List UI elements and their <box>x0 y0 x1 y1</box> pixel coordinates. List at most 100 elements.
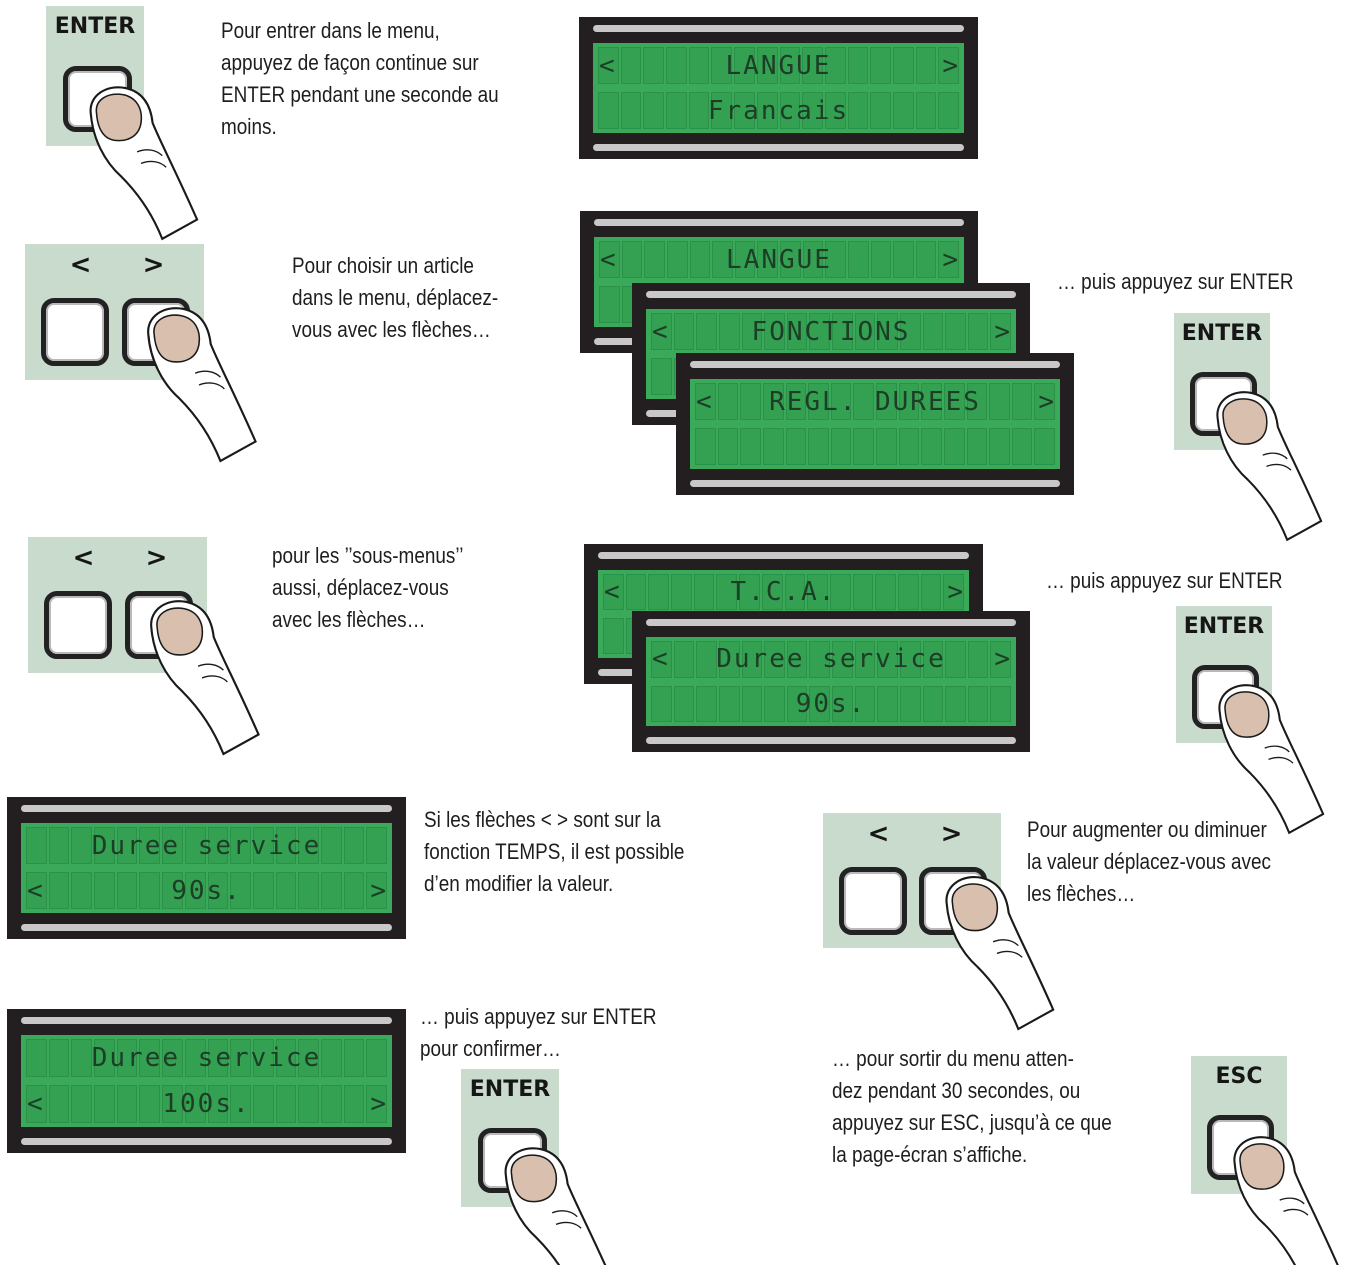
lcd-cell <box>853 383 874 420</box>
lcd-cell <box>116 1039 138 1077</box>
lcd-cell <box>1034 383 1055 420</box>
lcd-top-rail <box>646 619 1016 626</box>
step1-instruction-line: moins. <box>221 114 277 139</box>
lcd-cell <box>71 1039 93 1077</box>
lcd-cell <box>943 428 965 465</box>
lcd-cell <box>825 241 846 278</box>
lcd-line-2: 100s. <box>162 1089 251 1119</box>
lcd-cell <box>877 641 898 678</box>
enter-key-tile-2-label: ENTER <box>1181 321 1263 346</box>
lcd-cell <box>734 241 756 278</box>
lcd-right-arrow: > <box>947 577 963 607</box>
lcd-cell <box>688 47 710 84</box>
lcd-cell <box>741 313 763 350</box>
lcd-cell <box>207 1085 229 1123</box>
lcd-cell <box>740 428 761 465</box>
lcd-cell <box>695 428 716 465</box>
lcd-cell <box>854 641 876 678</box>
lcd-cell <box>343 872 365 909</box>
lcd-cell <box>830 428 852 465</box>
lcd-cell <box>764 641 785 678</box>
right-arrow-label: > <box>142 250 165 280</box>
lcd-cell <box>230 1039 251 1077</box>
lcd-cell <box>666 47 687 84</box>
lcd-cell <box>603 618 624 654</box>
lcd-cell <box>230 1085 251 1123</box>
lcd-cell <box>94 827 115 864</box>
step1-instruction: Pour entrer dans le menu,appuyez de faço… <box>221 15 499 143</box>
lcd-cell <box>320 872 342 909</box>
lcd-cell <box>275 827 297 864</box>
lcd-cell <box>870 92 891 129</box>
lcd-cell <box>898 428 920 465</box>
lcd-cell <box>893 241 914 278</box>
left-arrow-key[interactable] <box>839 867 907 935</box>
lcd-cell <box>915 92 937 129</box>
lcd-cell <box>779 92 801 129</box>
lcd-cell <box>718 641 740 678</box>
lcd-cell <box>71 1085 93 1123</box>
lcd-cell <box>990 641 1011 678</box>
lcd-cell <box>938 241 959 278</box>
lcd-bottom-rail <box>593 144 964 151</box>
lcd-cell <box>877 685 898 722</box>
lcd-cell <box>643 92 665 129</box>
enter-key-tile-1-label: ENTER <box>54 14 136 39</box>
lcd-cell <box>899 685 921 722</box>
lcd-bottom-rail <box>21 924 392 931</box>
lcd-cell <box>620 92 642 129</box>
step1-instruction-line: appuyez de façon continue sur <box>221 50 479 75</box>
lcd-cell <box>915 241 937 278</box>
lcd-cell <box>756 47 778 84</box>
pressing-finger-icon <box>147 307 257 463</box>
lcd-line-1: REGL. DUREES <box>769 386 981 417</box>
lcd-cell-row <box>690 379 1060 424</box>
lcd-cell <box>829 574 851 610</box>
lcd-cell <box>666 92 687 129</box>
step6-instruction-line: … puis appuyez sur ENTER <box>420 1004 657 1029</box>
left-arrow-key[interactable] <box>41 298 109 366</box>
lcd-cell <box>786 641 808 678</box>
lcd-bottom-rail <box>646 737 1016 744</box>
lcd-cell <box>945 641 966 678</box>
pressing-finger-icon <box>1216 391 1323 542</box>
lcd-cell <box>870 47 891 84</box>
lcd-cell <box>808 383 829 420</box>
lcd-cell <box>741 685 763 722</box>
lcd-cell <box>1011 383 1033 420</box>
lcd-cell <box>298 1085 319 1123</box>
lcd-cell <box>343 1085 365 1123</box>
lcd-cell <box>275 1085 297 1123</box>
lcd-cell <box>651 641 672 678</box>
lcd-cell <box>644 241 665 278</box>
lcd-cell <box>741 641 763 678</box>
lcd-cell <box>184 1085 206 1123</box>
lcd-cell <box>809 313 830 350</box>
step7-instruction-line: … pour sortir du menu atten- <box>832 1046 1074 1071</box>
lcd-cell <box>666 241 688 278</box>
lcd-cell <box>989 383 1010 420</box>
lcd-line-2: 90s. <box>171 875 242 906</box>
lcd-cell <box>922 313 944 350</box>
lcd-cell <box>139 1085 161 1123</box>
lcd-cell-row <box>646 637 1016 682</box>
left-arrow-key[interactable] <box>44 591 112 659</box>
lcd-cell <box>688 92 710 129</box>
lcd-cell <box>230 872 251 909</box>
lcd-top-rail <box>598 552 969 559</box>
lcd-cell-row <box>21 1035 392 1081</box>
pressing-finger-icon <box>1218 684 1325 835</box>
lcd-cell <box>832 685 853 722</box>
step1-instruction-line: ENTER pendant une seconde au <box>221 82 499 107</box>
lcd-cell <box>116 827 138 864</box>
lcd-screen: REGL. DUREES<> <box>690 379 1060 469</box>
lcd-cell <box>184 1039 206 1077</box>
lcd-cell <box>71 872 93 909</box>
step3-instruction: pour les ’’sous-menus’’aussi, déplacez-v… <box>272 540 463 636</box>
lcd-cell <box>847 241 869 278</box>
lcd-cell <box>599 286 620 323</box>
step7-instruction-line: dez pendant 30 secondes, ou <box>832 1078 1081 1103</box>
lcd-cell <box>764 685 785 722</box>
lcd-cell <box>824 92 846 129</box>
